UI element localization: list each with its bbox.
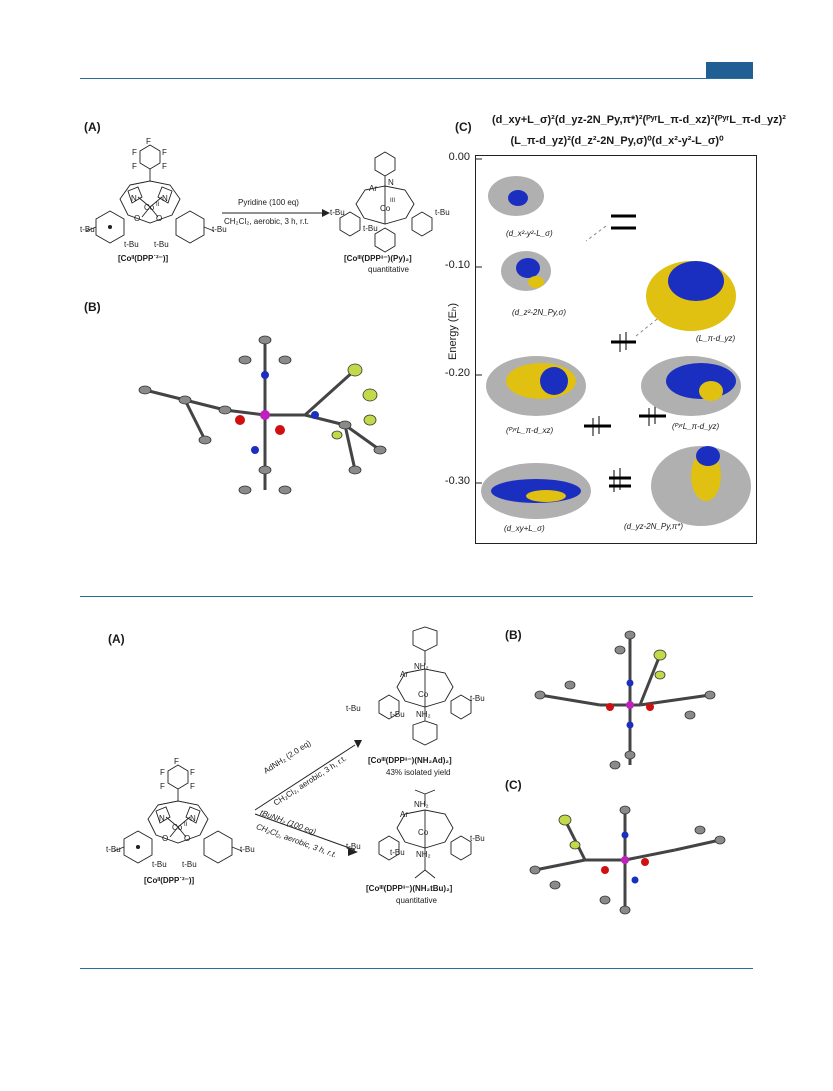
fig1-config-line-2: (L_π-d_yz)²(d_z²-2N_Py,σ)⁰(d_x²-y²-L_σ)⁰ <box>510 135 724 147</box>
fig1-reactant-f-left: F <box>132 148 137 157</box>
fig1-energy-axis-title: Energy (Eₕ) <box>447 302 459 360</box>
fig2-lower-product-structure <box>378 789 472 879</box>
fig1-reactant-co-ox: II <box>156 202 160 208</box>
fig1-mo-levels <box>476 158 751 526</box>
fig1-reactant-o-left: O <box>134 214 141 223</box>
fig2-reactant-n-right: N <box>190 814 196 823</box>
fig2-upper-product-tbu-bottom: t-Bu <box>390 710 405 719</box>
fig2-lower-product-ar: Ar <box>400 810 408 819</box>
fig2-lower-arrowhead <box>348 848 358 856</box>
fig2-reactant-tbu-right: t-Bu <box>240 845 255 854</box>
header-tab <box>706 62 753 78</box>
fig2-lower-product-yield: quantitative <box>396 896 437 905</box>
fig2-reactant-tbu-bottom-left: t-Bu <box>152 860 167 869</box>
fig1-reactant-f-lower-left: F <box>132 162 137 171</box>
fig1-product-n-top: N <box>388 178 394 187</box>
fig1-reactant-tbu-right: t-Bu <box>212 225 227 234</box>
fig1-reactant-f-right: F <box>162 148 167 157</box>
fig1-reactant-n-left: N <box>131 194 137 203</box>
fig2-upper-product-name: [Coᴵᴵᴵ(DPP³⁻)(NH₂Ad)₂] <box>368 756 452 765</box>
fig1-reactant-tbu-bottom-right: t-Bu <box>154 240 169 249</box>
fig2-crystal-structure-b <box>534 630 716 770</box>
fig2-lower-product-nh2-bottom: NH₂ <box>416 850 431 859</box>
fig2-reactant-o-right: O <box>184 834 191 843</box>
fig1-mo-label-dz2: (d_z²-2N_Py,σ) <box>512 308 567 317</box>
fig2-reactant-o-left: O <box>162 834 169 843</box>
fig2-reactant-structure <box>113 764 243 864</box>
fig2-reactant-f-left: F <box>160 768 165 777</box>
fig2-reactant-f-right: F <box>190 768 195 777</box>
fig2-upper-product-ar: Ar <box>400 670 408 679</box>
fig1-mo-diagram: (d_x²-y²-L_σ) (d_z²-2N_Py,σ) (L_π-d_yz) … <box>475 155 757 544</box>
footer-rule <box>80 968 753 969</box>
fig1-reaction-conditions-2: CH₂Cl₂, aerobic, 3 h, r.t. <box>224 217 309 226</box>
fig1-reactant-tbu-bottom-left: t-Bu <box>124 240 139 249</box>
fig2-reactant-f-top: F <box>174 757 179 766</box>
fig1-reaction-conditions-1: Pyridine (100 eq) <box>238 198 299 207</box>
fig1-product-tbu-right: t-Bu <box>435 208 450 217</box>
fig1-reactant-o-right: O <box>156 214 163 223</box>
fig2-upper-product-tbu-right: t-Bu <box>470 694 485 703</box>
fig1-reaction-arrow <box>222 209 330 217</box>
fig2-reactant-co-ox: II <box>184 822 188 828</box>
fig2-reactant-n-left: N <box>159 814 165 823</box>
fig2-lower-product-tbu-right: t-Bu <box>470 834 485 843</box>
fig2-upper-product-structure <box>378 626 472 746</box>
fig1-mo-label-dyz-npy: (d_yz-2N_Py,π*) <box>624 522 684 531</box>
fig1-panel-b-label: (B) <box>84 300 101 314</box>
fig2-reactant-name: [Coᴵᴵ(DPP˙²⁻)] <box>144 876 195 885</box>
fig1-reactant-f-lower-right: F <box>162 162 167 171</box>
fig2-upper-product-co: Co <box>418 690 429 699</box>
fig2-lower-product-nh2-top: NH₂ <box>414 800 429 809</box>
fig1-reactant-f-top: F <box>146 137 151 146</box>
fig1-product-yield: quantitative <box>368 265 409 274</box>
fig1-mo-label-pyr-dyz: (ᴾʸʳL_π-d_yz) <box>672 422 720 431</box>
fig2-reactant-tbu-left: t-Bu <box>106 845 121 854</box>
fig2-reaction-arrows <box>254 740 362 851</box>
fig1-config-line-1: (d_xy+L_σ)²(d_yz-2N_Py,π*)²(ᴾʸʳL_π-d_xz)… <box>492 114 786 126</box>
fig1-mo-label-dx2y2: (d_x²-y²-L_σ) <box>506 229 553 238</box>
fig1-ytick-2: -0.20 <box>444 367 470 379</box>
fig1-product-tbu-bottom: t-Bu <box>363 224 378 233</box>
fig1-mo-label-lpi-dyz: (L_π-d_yz) <box>696 334 736 343</box>
figure-divider <box>80 596 753 597</box>
fig2-reactant-f-lower-right: F <box>190 782 195 791</box>
fig1-reactant-co: Co <box>144 203 155 212</box>
fig1-product-co: Co <box>380 204 391 213</box>
fig1-ytick-0: 0.00 <box>448 151 470 163</box>
fig1-mo-label-dxy: (d_xy+L_σ) <box>504 524 545 533</box>
fig2-lower-product-tbu-bottom: t-Bu <box>390 848 405 857</box>
fig2-upper-product-nh2-top: NH₂ <box>414 662 429 671</box>
fig1-reactant-name: [Coᴵᴵ(DPP˙²⁻)] <box>118 254 169 263</box>
fig2-panel-b-label: (B) <box>505 628 522 642</box>
fig2-panel-a-label: (A) <box>108 632 125 646</box>
fig1-reactant-tbu-left: t-Bu <box>80 225 95 234</box>
fig1-ytick-1: -0.10 <box>444 259 470 271</box>
fig2-reactant-co: Co <box>172 823 183 832</box>
fig2-reactant-f-lower-left: F <box>160 782 165 791</box>
fig1-product-structure <box>339 151 433 253</box>
fig2-upper-product-yield: 43% isolated yield <box>386 768 451 777</box>
fig1-mo-label-pyr-dxz: (ᴾʸʳL_π-d_xz) <box>506 426 554 435</box>
fig1-product-co-ox: III <box>390 198 396 204</box>
fig1-product-ar: Ar <box>369 184 377 193</box>
fig1-reactant-n-right: N <box>162 194 168 203</box>
fig1-reactant-structure <box>85 144 215 244</box>
fig1-crystal-structure <box>138 335 387 495</box>
fig1-panel-a-label: (A) <box>84 120 101 134</box>
fig2-upper-product-nh2-bottom: NH₂ <box>416 710 431 719</box>
fig2-lower-product-tbu-left: t-Bu <box>346 842 361 851</box>
fig2-crystal-structure-c <box>529 805 726 915</box>
fig2-lower-product-name: [Coᴵᴵᴵ(DPP³⁻)(NH₂tBu)₂] <box>366 884 453 893</box>
fig1-ytick-3: -0.30 <box>444 475 470 487</box>
fig2-panel-c-label: (C) <box>505 778 522 792</box>
fig1-product-name: [Coᴵᴵᴵ(DPP³⁻)(Py)₂] <box>344 254 412 263</box>
fig2-lower-product-co: Co <box>418 828 429 837</box>
fig2-reactant-tbu-bottom-right: t-Bu <box>182 860 197 869</box>
fig1-panel-c-label: (C) <box>455 120 472 134</box>
fig2-upper-product-tbu-left: t-Bu <box>346 704 361 713</box>
fig1-product-tbu-left: t-Bu <box>330 208 345 217</box>
header-rule <box>80 78 753 79</box>
